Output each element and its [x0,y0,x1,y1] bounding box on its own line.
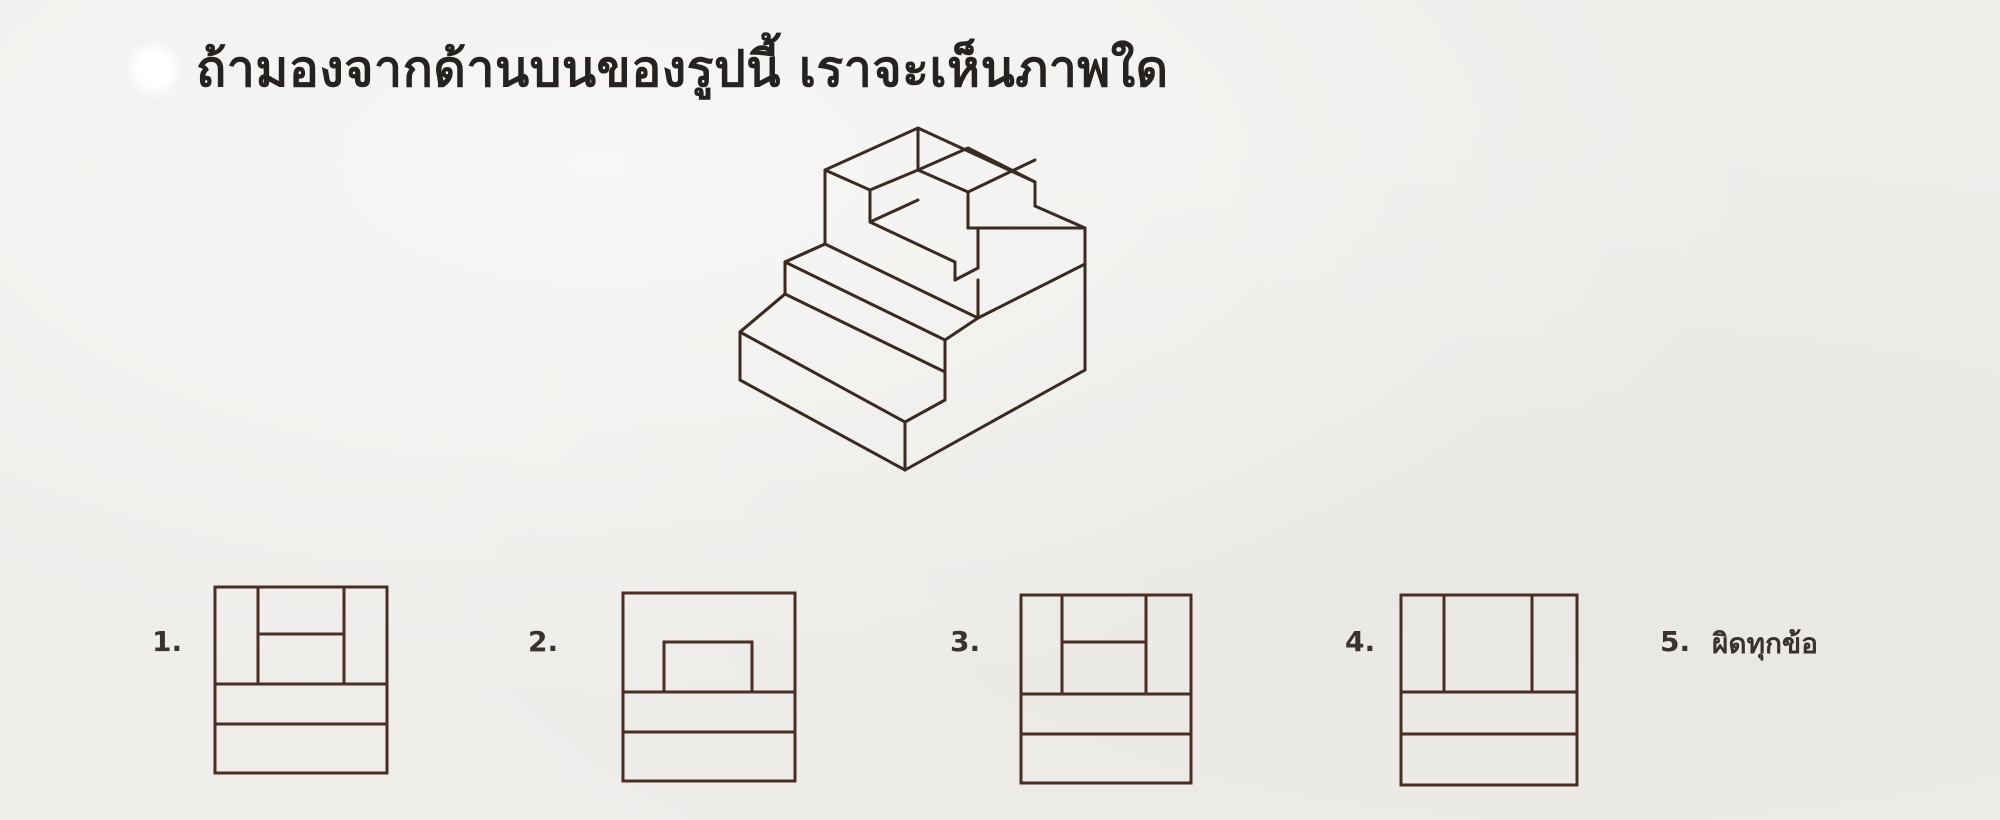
option-number: 3. [950,625,981,658]
top-view-option-4-icon[interactable] [1398,592,1584,794]
top-view-option-1-icon[interactable] [212,584,396,780]
option-number: 4. [1345,625,1376,658]
option-number: 2. [528,625,559,658]
question-text: ถ้ามองจากด้านบนของรูปนี้ เราจะเห็นภาพใด [196,40,1169,98]
top-view-option-3-icon[interactable] [1018,592,1198,792]
photo-glare [128,38,180,100]
top-view-option-2-icon[interactable] [620,590,802,790]
option-5-text[interactable]: ผิดทุกข้อ [1712,627,1818,660]
option-number: 1. [152,625,183,658]
option-number: 5. [1660,625,1691,658]
